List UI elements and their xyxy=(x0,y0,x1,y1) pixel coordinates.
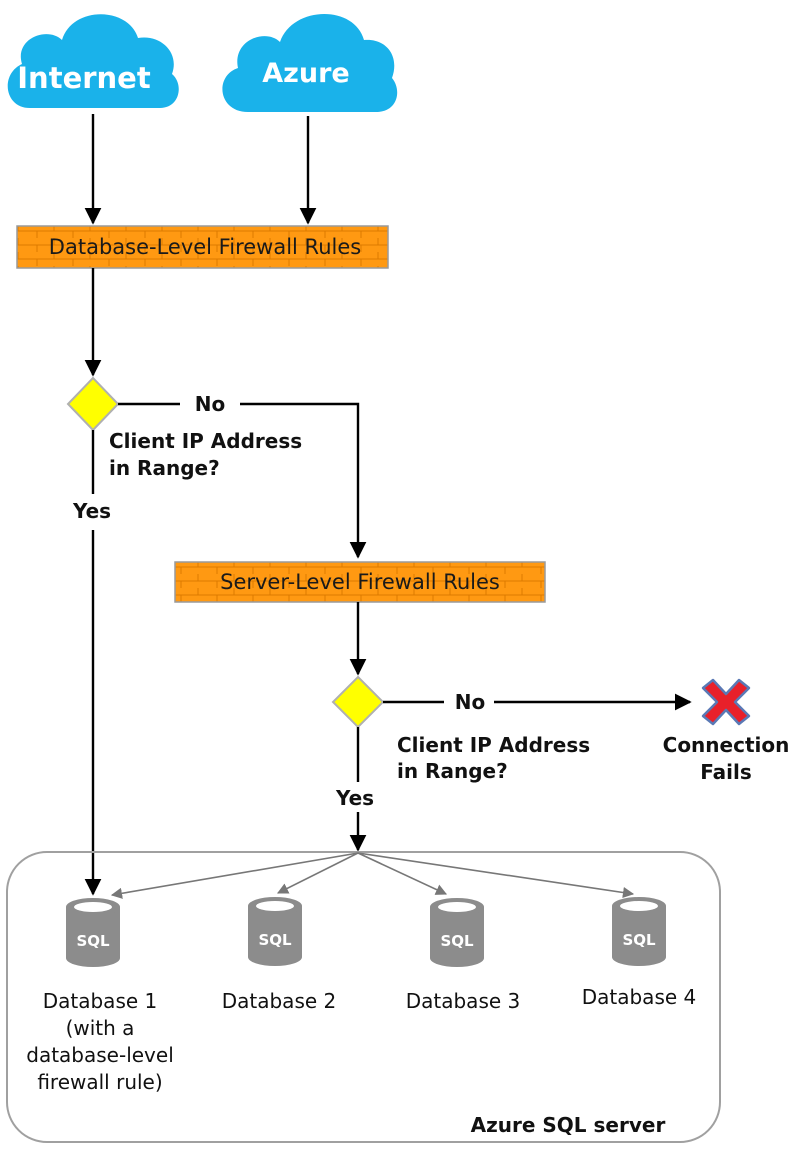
database-4-icon-text: SQL xyxy=(622,931,656,949)
connection-fails-line-1: Connection xyxy=(663,733,790,757)
decision-diamond-2 xyxy=(331,675,385,729)
fanout-arrow-database-2 xyxy=(276,852,359,894)
database-3-label-line-1: Database 3 xyxy=(406,989,521,1013)
decision-1-question-line-1: Client IP Address xyxy=(109,429,302,453)
decision-1-question-line-2: in Range? xyxy=(109,456,220,480)
database-2-label-line-1: Database 2 xyxy=(222,989,337,1013)
decision-2-yes-label: Yes xyxy=(335,786,374,810)
database-4-icon: SQL xyxy=(612,897,666,966)
internet-cloud: Internet xyxy=(7,14,179,109)
decision-2-question-line-2: in Range? xyxy=(397,759,508,783)
server-level-firewall: Server-Level Firewall Rules xyxy=(174,561,546,603)
database-level-firewall-label: Database-Level Firewall Rules xyxy=(49,235,361,259)
database-2-icon-text: SQL xyxy=(258,931,292,949)
fanout-arrow-database-3 xyxy=(357,852,448,895)
decision-diamond-1 xyxy=(66,376,120,432)
decision-1-no-label: No xyxy=(195,392,225,416)
decision-2-no-label: No xyxy=(455,690,485,714)
database-level-firewall: Database-Level Firewall Rules xyxy=(16,225,389,269)
fanout-arrow-database-4 xyxy=(357,852,635,899)
database-4: SQL Database 4 xyxy=(582,897,697,1009)
decision-1-yes-label: Yes xyxy=(72,499,111,523)
connection-fails-icon xyxy=(701,678,751,726)
database-1-icon-text: SQL xyxy=(76,932,110,950)
database-1-label-line-2: (with a xyxy=(66,1016,135,1040)
server-level-firewall-label: Server-Level Firewall Rules xyxy=(220,570,500,594)
azure-cloud: Azure xyxy=(222,13,398,112)
connection-fails-line-2: Fails xyxy=(700,760,752,784)
database-1-label-line-3: database-level xyxy=(26,1043,174,1067)
azure-sql-server-container xyxy=(6,851,721,1143)
database-3-icon-text: SQL xyxy=(440,932,474,950)
database-3: SQL Database 3 xyxy=(406,898,521,1013)
internet-cloud-label: Internet xyxy=(17,61,151,95)
fanout-arrow-database-1 xyxy=(110,852,359,899)
database-1-label-line-4: firewall rule) xyxy=(37,1070,162,1094)
decision-2-question-line-1: Client IP Address xyxy=(397,733,590,757)
database-2: SQL Database 2 xyxy=(222,897,337,1013)
database-1-icon: SQL xyxy=(66,898,120,967)
azure-sql-server-label: Azure SQL server xyxy=(471,1113,666,1137)
database-1: SQL Database 1 (with a database-level fi… xyxy=(26,898,174,1094)
database-3-icon: SQL xyxy=(430,898,484,967)
azure-cloud-label: Azure xyxy=(262,58,349,89)
database-4-label-line-1: Database 4 xyxy=(582,985,697,1009)
database-1-label-line-1: Database 1 xyxy=(43,989,158,1013)
database-2-icon: SQL xyxy=(248,897,302,966)
decision-1-no-line-b xyxy=(240,402,367,559)
